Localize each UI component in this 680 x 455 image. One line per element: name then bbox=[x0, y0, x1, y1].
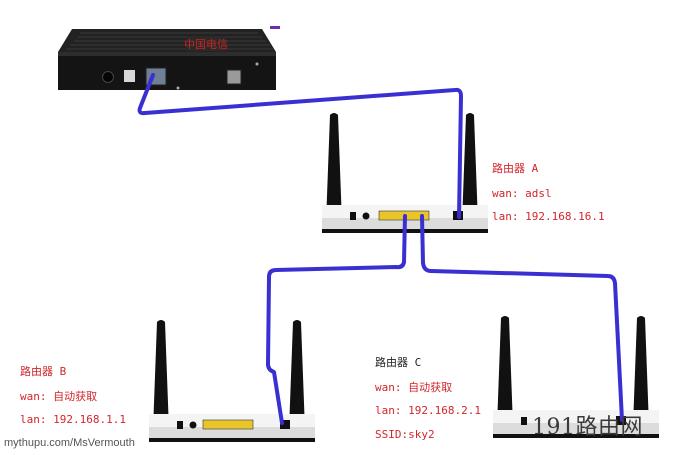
router-c bbox=[493, 316, 659, 438]
router-b bbox=[149, 320, 315, 442]
router-c-lan: lan: 192.168.2.1 bbox=[375, 404, 481, 417]
modem-logo: 中国电信 bbox=[184, 38, 228, 51]
router-a-lan: lan: 192.168.16.1 bbox=[492, 210, 605, 223]
router-c-ssid: SSID:sky2 bbox=[375, 428, 435, 441]
router-b-lan: lan: 192.168.1.1 bbox=[20, 413, 126, 426]
cable-router-a-to-router-b bbox=[266, 214, 407, 425]
site-logo: 191路由网 bbox=[532, 415, 643, 440]
router-a-title: 路由器 A bbox=[492, 162, 539, 175]
watermark: mythupu.com/MsVermouth bbox=[4, 437, 135, 449]
router-c-title: 路由器 C bbox=[375, 356, 422, 369]
modem: 中国电信 bbox=[58, 26, 280, 90]
cable-modem-to-router-a bbox=[137, 73, 463, 219]
cable-router-a-to-router-c bbox=[420, 214, 624, 422]
cables bbox=[137, 73, 624, 425]
router-a-wan: wan: adsl bbox=[492, 187, 552, 200]
router-b-title: 路由器 B bbox=[20, 365, 67, 378]
router-b-wan: wan: 自动获取 bbox=[20, 390, 98, 403]
router-c-wan: wan: 自动获取 bbox=[375, 381, 453, 394]
